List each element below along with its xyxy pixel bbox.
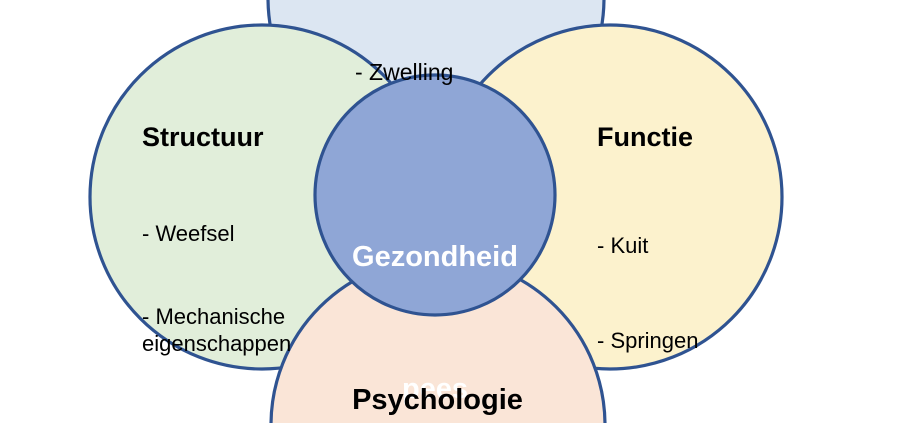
- top-circle-item: - Zwelling: [355, 59, 454, 85]
- function-circle-title: Functie: [597, 122, 694, 152]
- structure-circle-title: Structuur: [142, 122, 264, 152]
- function-circle-item: - Kuit: [597, 233, 649, 258]
- function-circle-item: - Rennen: [597, 419, 767, 423]
- psychology-circle-title: Psychologie: [352, 384, 523, 416]
- center-circle-label-line: Gezondheid: [352, 241, 518, 273]
- center-circle-shape: [313, 73, 557, 317]
- center-circle-label: Gezondheid pees: [330, 147, 540, 423]
- function-circle-item-list: - Kuit - Springen - Rennen: [597, 167, 767, 423]
- structure-circle-item: - Weefsel: [142, 221, 235, 246]
- center-circle-label-line: pees: [401, 373, 469, 405]
- top-circle-item-list: - Zwelling: [355, 0, 453, 147]
- structure-circle-item-list: - Weefsel - Mechanische eigenschappen: [142, 165, 294, 413]
- structure-circle-item: - Mechanische eigenschappen: [142, 303, 292, 357]
- function-circle-item: - Springen: [597, 327, 699, 353]
